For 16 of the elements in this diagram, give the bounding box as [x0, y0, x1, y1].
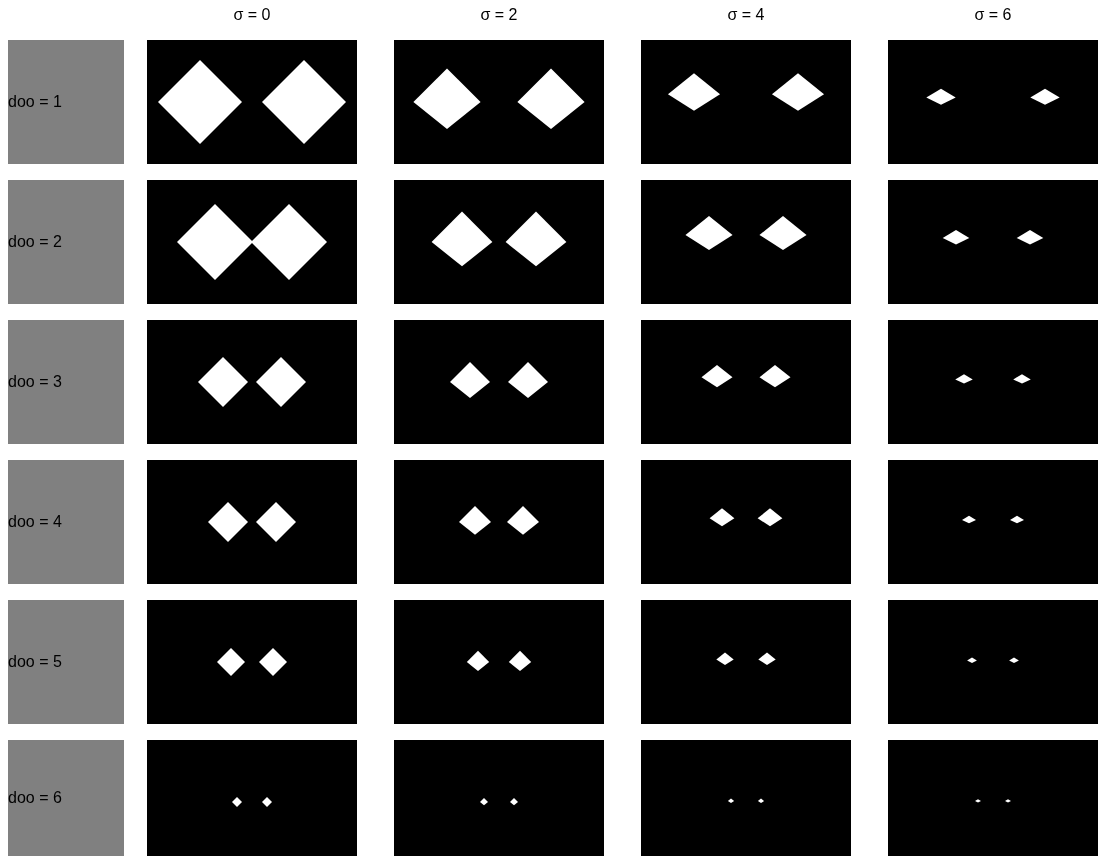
row-label: doo = 4: [8, 513, 62, 531]
label-panel: [8, 40, 124, 164]
row-label: doo = 5: [8, 653, 62, 671]
row-label: doo = 2: [8, 233, 62, 251]
label-panel: [8, 740, 124, 856]
row-label: doo = 6: [8, 789, 62, 807]
column-header: σ = 2: [479, 6, 519, 24]
column-header: σ = 0: [232, 6, 272, 24]
row-label: doo = 1: [8, 93, 62, 111]
column-header: σ = 6: [973, 6, 1013, 24]
column-header: σ = 4: [726, 6, 766, 24]
label-panel: [8, 460, 124, 584]
label-panel: [8, 600, 124, 724]
label-panel: [8, 180, 124, 304]
row-label: doo = 3: [8, 373, 62, 391]
label-panel: [8, 320, 124, 444]
